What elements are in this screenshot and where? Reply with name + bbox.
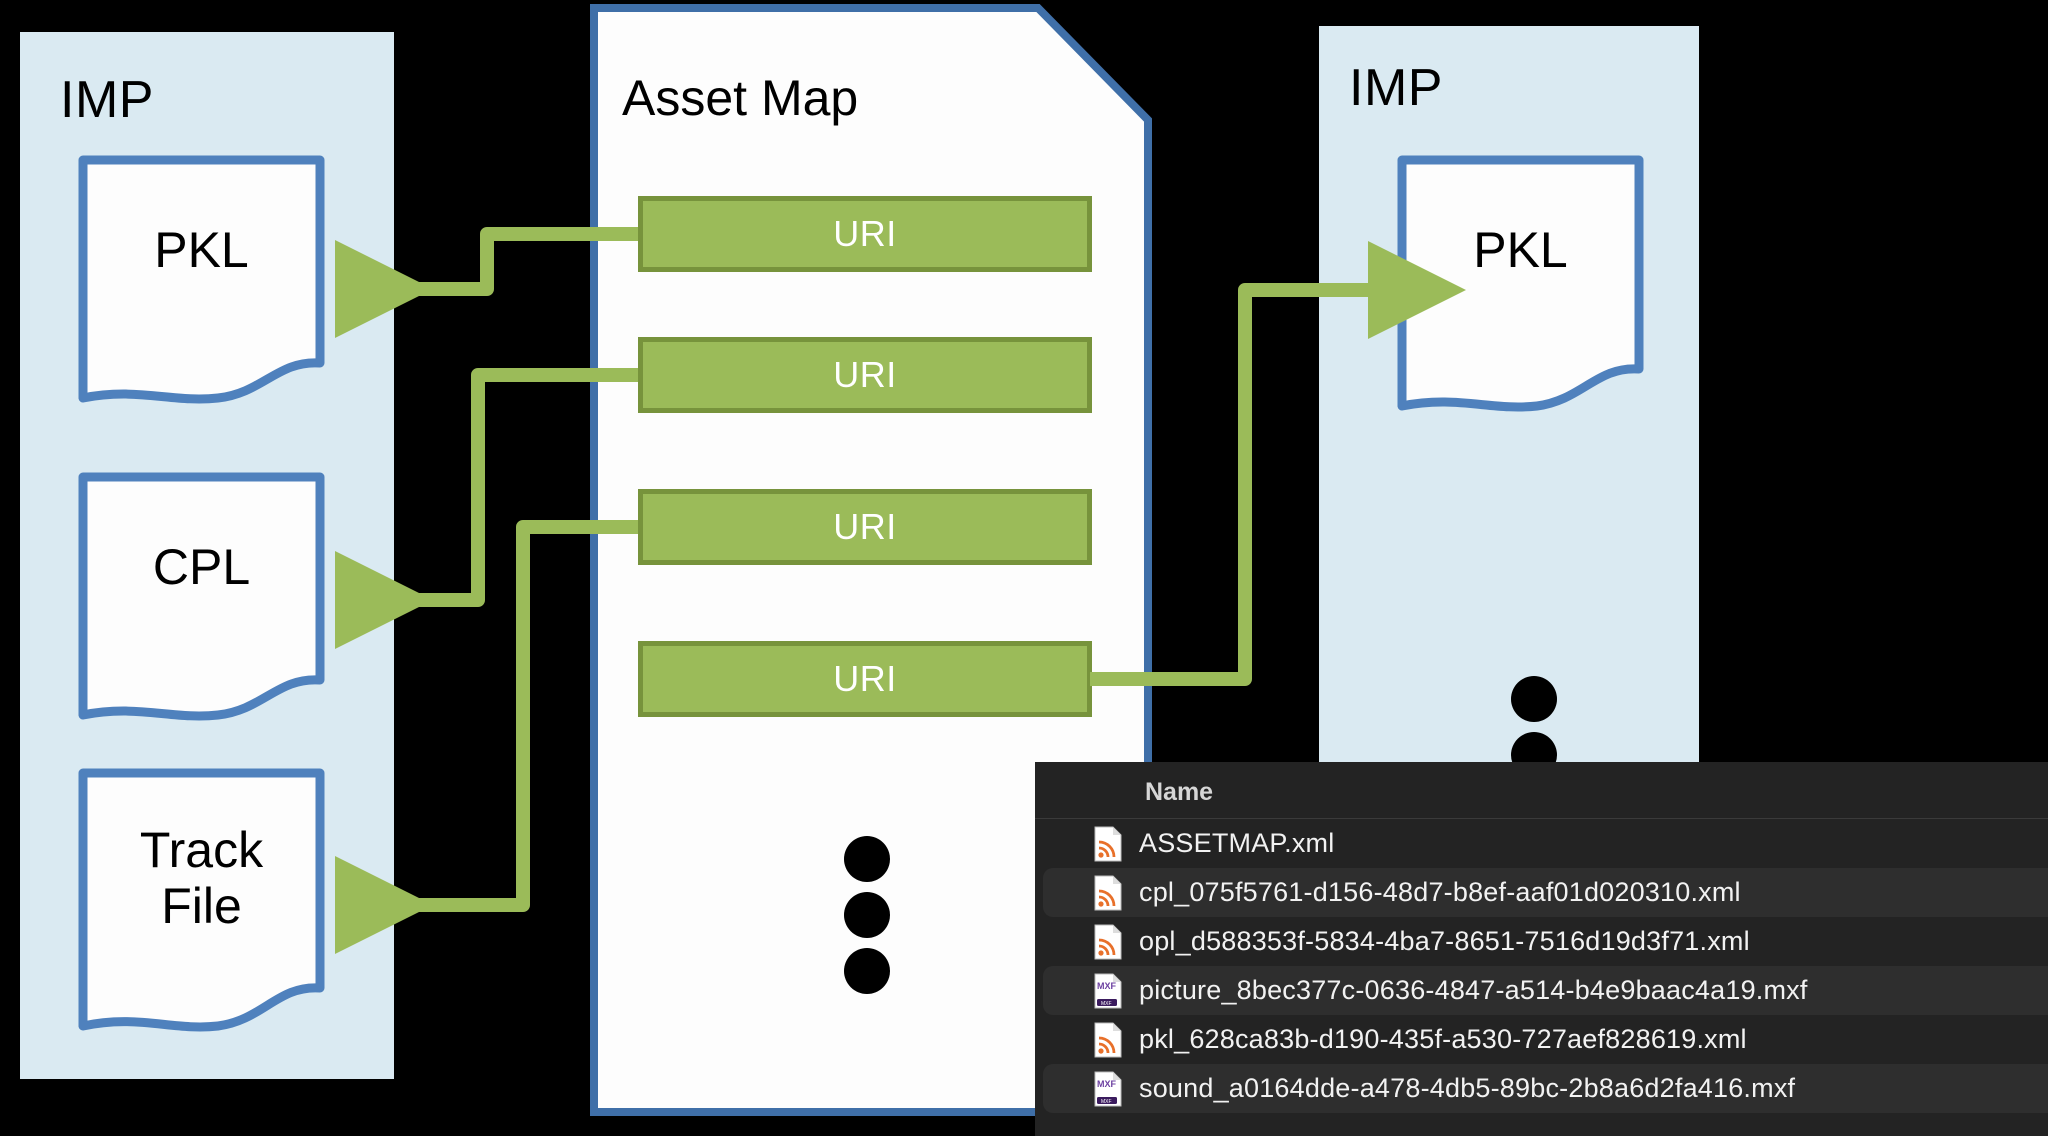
uri-box-2[interactable]: URI bbox=[638, 337, 1092, 413]
ellipsis-dot bbox=[844, 836, 890, 882]
mxf-file-icon: MXF MXF bbox=[1093, 1071, 1123, 1107]
xml-file-icon bbox=[1093, 875, 1123, 911]
svg-text:MXF: MXF bbox=[1097, 1079, 1117, 1089]
imp-right-label: IMP bbox=[1349, 59, 1443, 117]
ellipsis-dot bbox=[1511, 676, 1557, 722]
svg-text:MXF: MXF bbox=[1101, 1099, 1112, 1105]
document-pkl-right: PKL bbox=[1397, 155, 1644, 413]
file-list-item[interactable]: cpl_075f5761-d156-48d7-b8ef-aaf01d020310… bbox=[1043, 868, 2048, 917]
asset-map-ellipsis bbox=[844, 836, 892, 1004]
file-list-header: Name bbox=[1035, 762, 2048, 819]
uri-box-4[interactable]: URI bbox=[638, 641, 1092, 717]
file-list-item[interactable]: opl_d588353f-5834-4ba7-8651-7516d19d3f71… bbox=[1035, 917, 2048, 966]
file-name-label: sound_a0164dde-a478-4db5-89bc-2b8a6d2fa4… bbox=[1139, 1073, 1796, 1103]
column-header-name: Name bbox=[1145, 778, 1214, 806]
file-list-item[interactable]: pkl_628ca83b-d190-435f-a530-727aef828619… bbox=[1035, 1015, 2048, 1064]
file-list-item[interactable]: MXF MXF picture_8bec377c-0636-4847-a514-… bbox=[1043, 966, 2048, 1015]
file-browser-panel: Name ASSETMAP.xml cpl_075f5761-d156-48d7… bbox=[1035, 762, 2048, 1136]
svg-text:MXF: MXF bbox=[1101, 1001, 1112, 1007]
file-name-label: picture_8bec377c-0636-4847-a514-b4e9baac… bbox=[1139, 975, 1808, 1005]
uri-box-1[interactable]: URI bbox=[638, 196, 1092, 272]
imp-left-label: IMP bbox=[60, 71, 154, 129]
file-list: ASSETMAP.xml cpl_075f5761-d156-48d7-b8ef… bbox=[1035, 819, 2048, 1113]
file-name-label: opl_d588353f-5834-4ba7-8651-7516d19d3f71… bbox=[1139, 926, 1750, 956]
ellipsis-dot bbox=[844, 892, 890, 938]
xml-file-icon bbox=[1093, 826, 1123, 862]
svg-text:MXF: MXF bbox=[1097, 981, 1117, 991]
xml-file-icon bbox=[1093, 924, 1123, 960]
mxf-file-icon: MXF MXF bbox=[1093, 973, 1123, 1009]
ellipsis-dot bbox=[844, 948, 890, 994]
file-name-label: pkl_628ca83b-d190-435f-a530-727aef828619… bbox=[1139, 1024, 1747, 1054]
file-list-item[interactable]: ASSETMAP.xml bbox=[1035, 819, 2048, 868]
xml-file-icon bbox=[1093, 1022, 1123, 1058]
asset-map-document: Asset Map URI URI URI URI bbox=[590, 4, 1152, 1116]
document-pkl-left: PKL bbox=[78, 155, 325, 405]
file-name-label: ASSETMAP.xml bbox=[1139, 828, 1335, 858]
uri-box-3[interactable]: URI bbox=[638, 489, 1092, 565]
document-cpl: CPL bbox=[78, 472, 325, 722]
file-list-item[interactable]: MXF MXF sound_a0164dde-a478-4db5-89bc-2b… bbox=[1043, 1064, 2048, 1113]
asset-map-title: Asset Map bbox=[622, 70, 859, 126]
document-track-file: Track File bbox=[78, 768, 325, 1033]
file-name-label: cpl_075f5761-d156-48d7-b8ef-aaf01d020310… bbox=[1139, 877, 1741, 907]
